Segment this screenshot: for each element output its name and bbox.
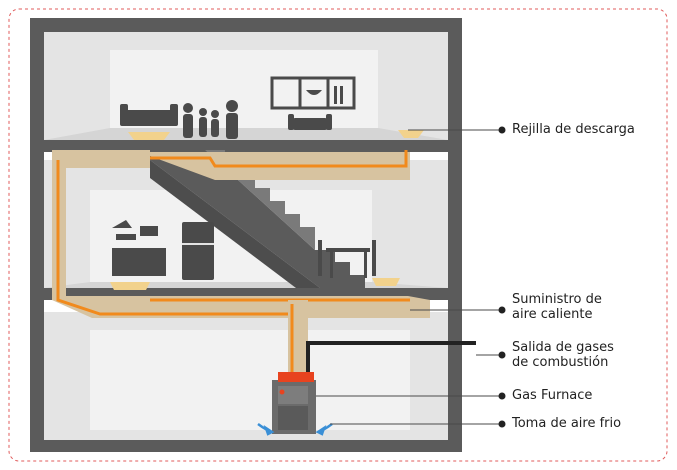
armchair-icon <box>288 114 332 130</box>
ductwork <box>52 150 430 380</box>
label-hot-air-supply-1: Suministro de <box>512 292 602 307</box>
dining-table-icon <box>318 240 376 278</box>
staircase <box>150 150 365 288</box>
bookshelf-icon <box>270 76 356 110</box>
label-flue-gas-1: Salida de gases <box>512 340 614 355</box>
house-structure <box>30 18 462 452</box>
label-discharge-grille: Rejilla de descarga <box>512 122 635 137</box>
label-gas-furnace: Gas Furnace <box>512 388 593 403</box>
refrigerator-icon <box>182 222 214 280</box>
leader-lines <box>316 129 502 425</box>
family-icon <box>183 100 238 139</box>
flue-pipe <box>306 341 476 380</box>
furnace-icon <box>272 372 316 434</box>
label-hot-air-supply-2: aire caliente <box>512 307 593 322</box>
dashed-frame <box>8 8 668 462</box>
label-cold-air-intake: Toma de aire frio <box>512 416 622 431</box>
sofa-icon <box>120 104 178 126</box>
label-flue-gas-2: de combustión <box>512 355 609 370</box>
vent-icon <box>110 130 424 290</box>
cold-air-arrow-icon <box>257 422 333 436</box>
upper-floor-slab <box>44 140 448 152</box>
kitchen-icon <box>112 220 166 276</box>
leader-dots <box>498 126 506 428</box>
